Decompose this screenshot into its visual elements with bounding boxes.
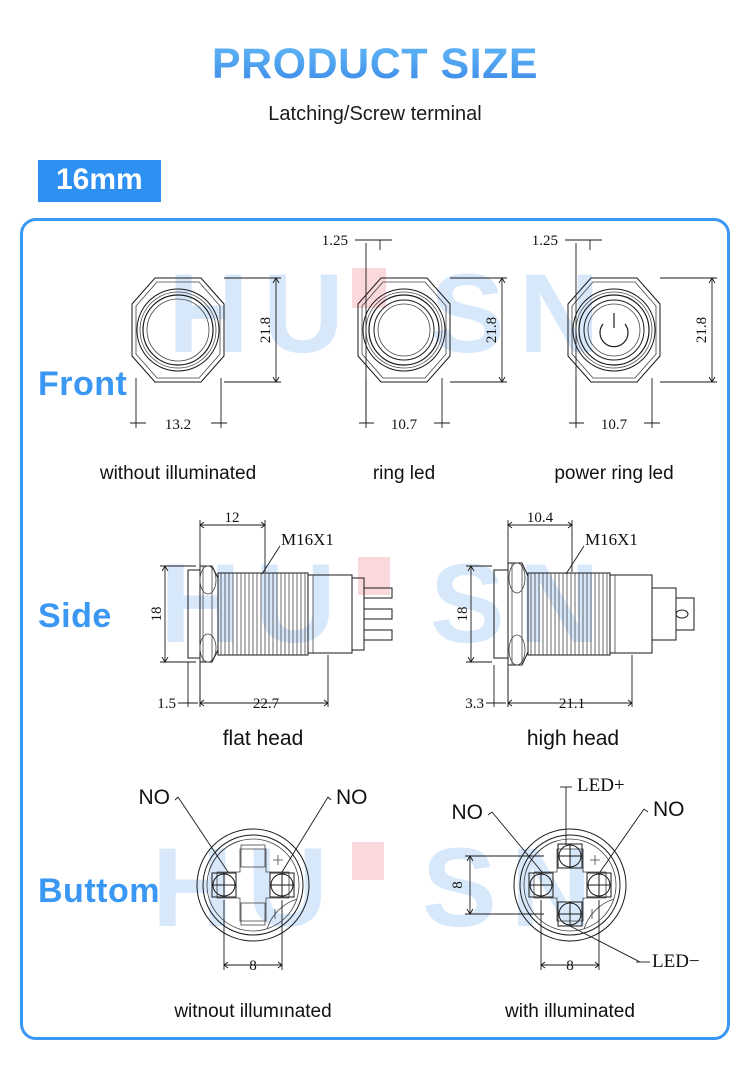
front-caption-2: ring led [372, 463, 436, 484]
side-dim-height: 18 [149, 607, 165, 622]
side-caption-1: flat head [222, 727, 304, 750]
front-dim-height: 21.8 [258, 317, 274, 343]
front-view-without-illuminated: 21.8 13.2 [130, 277, 281, 433]
size-badge: 16mm [38, 160, 161, 203]
row-label-front: Front [38, 365, 128, 403]
bottom-caption-2: with illuminated [505, 1001, 635, 1022]
diagram-frame [20, 218, 730, 1040]
front-dim-width: 10.7 [391, 417, 418, 433]
side-dim-height: 18 [455, 607, 471, 622]
bottom-label-ledplus: LED+ [577, 775, 625, 796]
bottom-label-no: NO [452, 801, 484, 824]
side-dim-length: 21.1 [559, 696, 585, 712]
bottom-view-without-illuminated: NO NO 8 [139, 786, 368, 974]
front-dim-width: 10.7 [601, 417, 628, 433]
page-title: PRODUCT SIZE [0, 40, 750, 89]
front-dim-height: 21.8 [484, 317, 500, 343]
front-caption-3: power ring led [554, 463, 674, 484]
power-icon [599, 313, 629, 348]
side-dim-length: 22.7 [253, 696, 280, 712]
front-dim-bezel: 1.25 [532, 233, 558, 249]
front-dim-bezel: 1.25 [322, 233, 348, 249]
side-dim-flange: 3.3 [465, 696, 484, 712]
bottom-label-no: NO [336, 786, 368, 809]
front-dim-height: 21.8 [694, 317, 710, 343]
bottom-view-with-illuminated: LED+ NO NO LED− 8 8 [450, 775, 700, 974]
side-dim-top: 10.4 [527, 510, 554, 526]
bottom-label-no: NO [139, 786, 171, 809]
side-caption-2: high head [526, 727, 620, 750]
bottom-caption-1: witnout illumınated [174, 1001, 332, 1022]
page-subtitle: Latching/Screw terminal [268, 103, 482, 125]
row-label-side: Side [38, 597, 112, 635]
side-dim-flange: 1.5 [157, 696, 176, 712]
side-view-flat-head: M16X1 12 18 1.5 22.7 [149, 510, 393, 712]
front-view-power-ring-led: 1.25 21.8 10.7 [532, 233, 717, 433]
front-dim-width: 13.2 [165, 417, 191, 433]
bottom-dim-width: 8 [566, 958, 574, 974]
side-dim-top: 12 [225, 510, 240, 526]
side-dim-thread: M16X1 [585, 530, 638, 549]
side-view-high-head: M16X1 10.4 18 3.3 21.1 [455, 510, 695, 712]
bottom-label-ledminus: LED− [652, 951, 700, 972]
bottom-dim-width: 8 [249, 958, 257, 974]
bottom-dim-vertical: 8 [450, 881, 466, 889]
front-caption-1: without illuminated [99, 463, 257, 484]
bottom-label-no: NO [653, 798, 685, 821]
side-dim-thread: M16X1 [281, 530, 334, 549]
front-view-ring-led: 1.25 21.8 10.7 [322, 233, 507, 433]
row-label-bottom: Buttom [38, 872, 160, 910]
